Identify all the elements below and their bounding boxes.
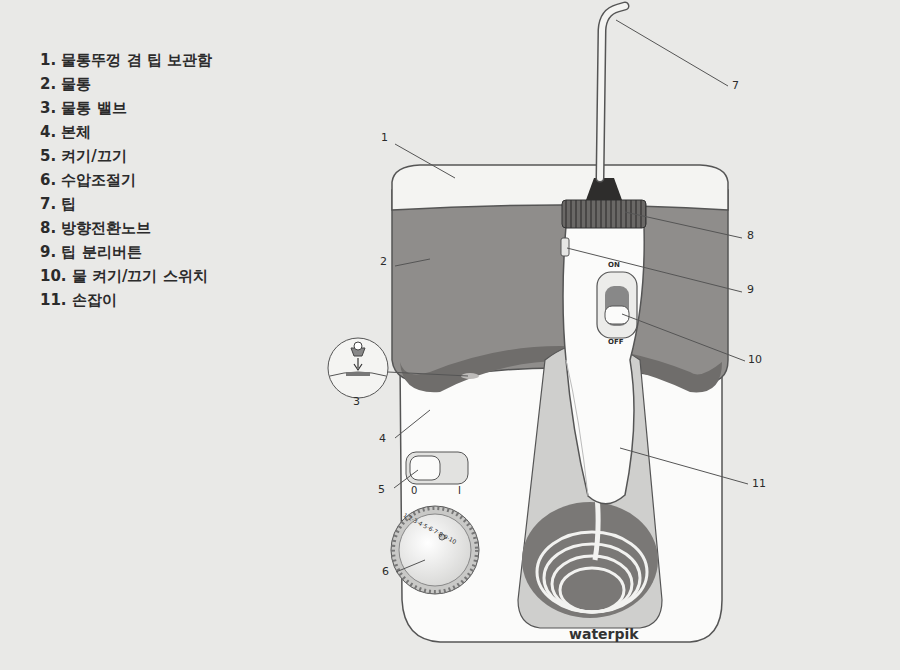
- part-list-item: 11. 손잡이: [40, 292, 117, 309]
- brand-logo: waterpik: [569, 627, 639, 642]
- callout-number: 9: [747, 284, 754, 296]
- part-list-item: 4. 본체: [40, 124, 91, 141]
- callout-number: 3: [353, 396, 360, 408]
- part-list-item: 10. 물 켜기/끄기 스위치: [40, 268, 208, 285]
- part-list-item: 7. 팁: [40, 196, 76, 213]
- callout-number: 1: [381, 132, 388, 144]
- part-list-item: 6. 수압조절기: [40, 172, 136, 189]
- callout-number: 7: [732, 80, 739, 92]
- callout-number: 11: [752, 478, 766, 490]
- part-list-item: 9. 팁 분리버튼: [40, 244, 142, 261]
- switch-mark: OFF: [608, 339, 624, 347]
- part-list-item: 1. 물통뚜껑 겸 팁 보관함: [40, 52, 212, 69]
- switch-mark: 0: [411, 485, 417, 496]
- callout-number: 10: [748, 354, 762, 366]
- switch-mark: I: [458, 485, 461, 496]
- callout-number: 8: [747, 230, 754, 242]
- part-list-item: 3. 물통 밸브: [40, 100, 127, 117]
- part-list-item: 5. 켜기/끄기: [40, 148, 127, 165]
- callout-number: 2: [380, 256, 387, 268]
- part-list-item: 2. 물통: [40, 76, 91, 93]
- callout-number: 6: [382, 566, 389, 578]
- callout-number: 5: [378, 484, 385, 496]
- part-list-item: 8. 방향전환노브: [40, 220, 151, 237]
- switch-mark: ON: [608, 262, 620, 270]
- callout-number: 4: [379, 433, 386, 445]
